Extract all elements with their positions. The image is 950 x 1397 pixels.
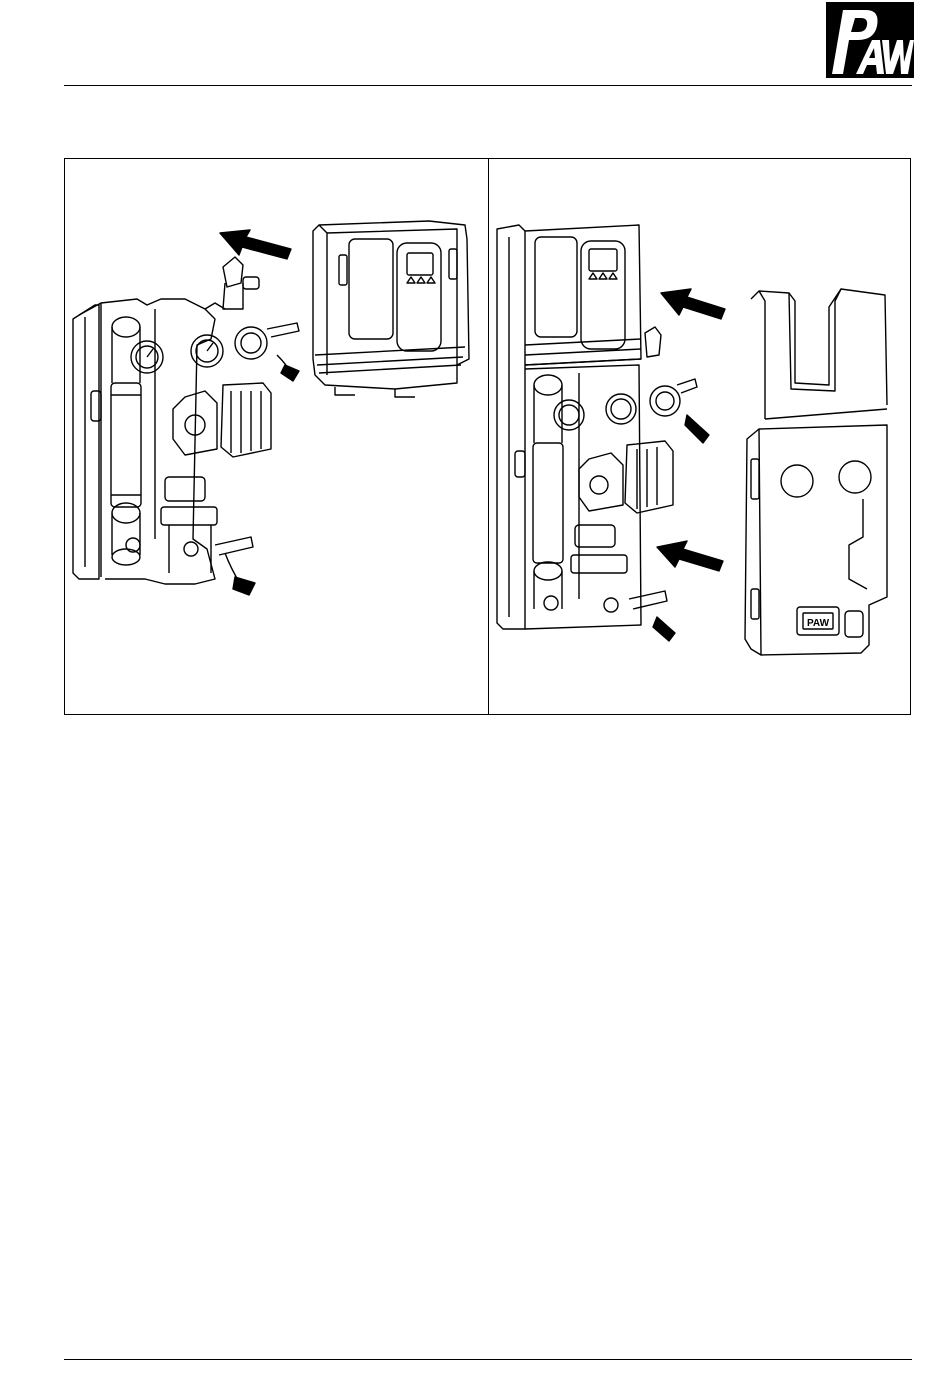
station-back-plate [73, 303, 101, 579]
thermometer-middle [606, 394, 636, 424]
station-back-plate [497, 225, 525, 629]
header-rule [64, 85, 912, 86]
thermometer-left [131, 341, 163, 373]
footer-rule [64, 1359, 912, 1360]
lower-fittings [126, 477, 255, 595]
thermometer-middle [191, 335, 223, 367]
figure-frame: PAW [64, 158, 911, 715]
direction-arrow-upper [661, 289, 725, 319]
mounted-controller [525, 225, 641, 365]
pressure-gauge [650, 379, 709, 443]
circulation-pump [579, 441, 673, 513]
insulation-body [101, 299, 225, 584]
brand-logo [826, 2, 914, 78]
front-cover: PAW [745, 289, 887, 655]
safety-valve [645, 327, 661, 357]
direction-arrow-left-panel [220, 230, 291, 259]
safety-valve [223, 257, 259, 309]
direction-arrow-lower [657, 541, 723, 571]
figure-panel-right: PAW [489, 159, 910, 714]
figure-panel-left [65, 159, 488, 714]
svg-text:PAW: PAW [807, 618, 830, 629]
thermometer-left [554, 400, 584, 430]
circulation-pump [173, 383, 271, 457]
left-pipe [533, 375, 563, 609]
controller-module [313, 221, 469, 397]
pressure-gauge [235, 323, 299, 381]
